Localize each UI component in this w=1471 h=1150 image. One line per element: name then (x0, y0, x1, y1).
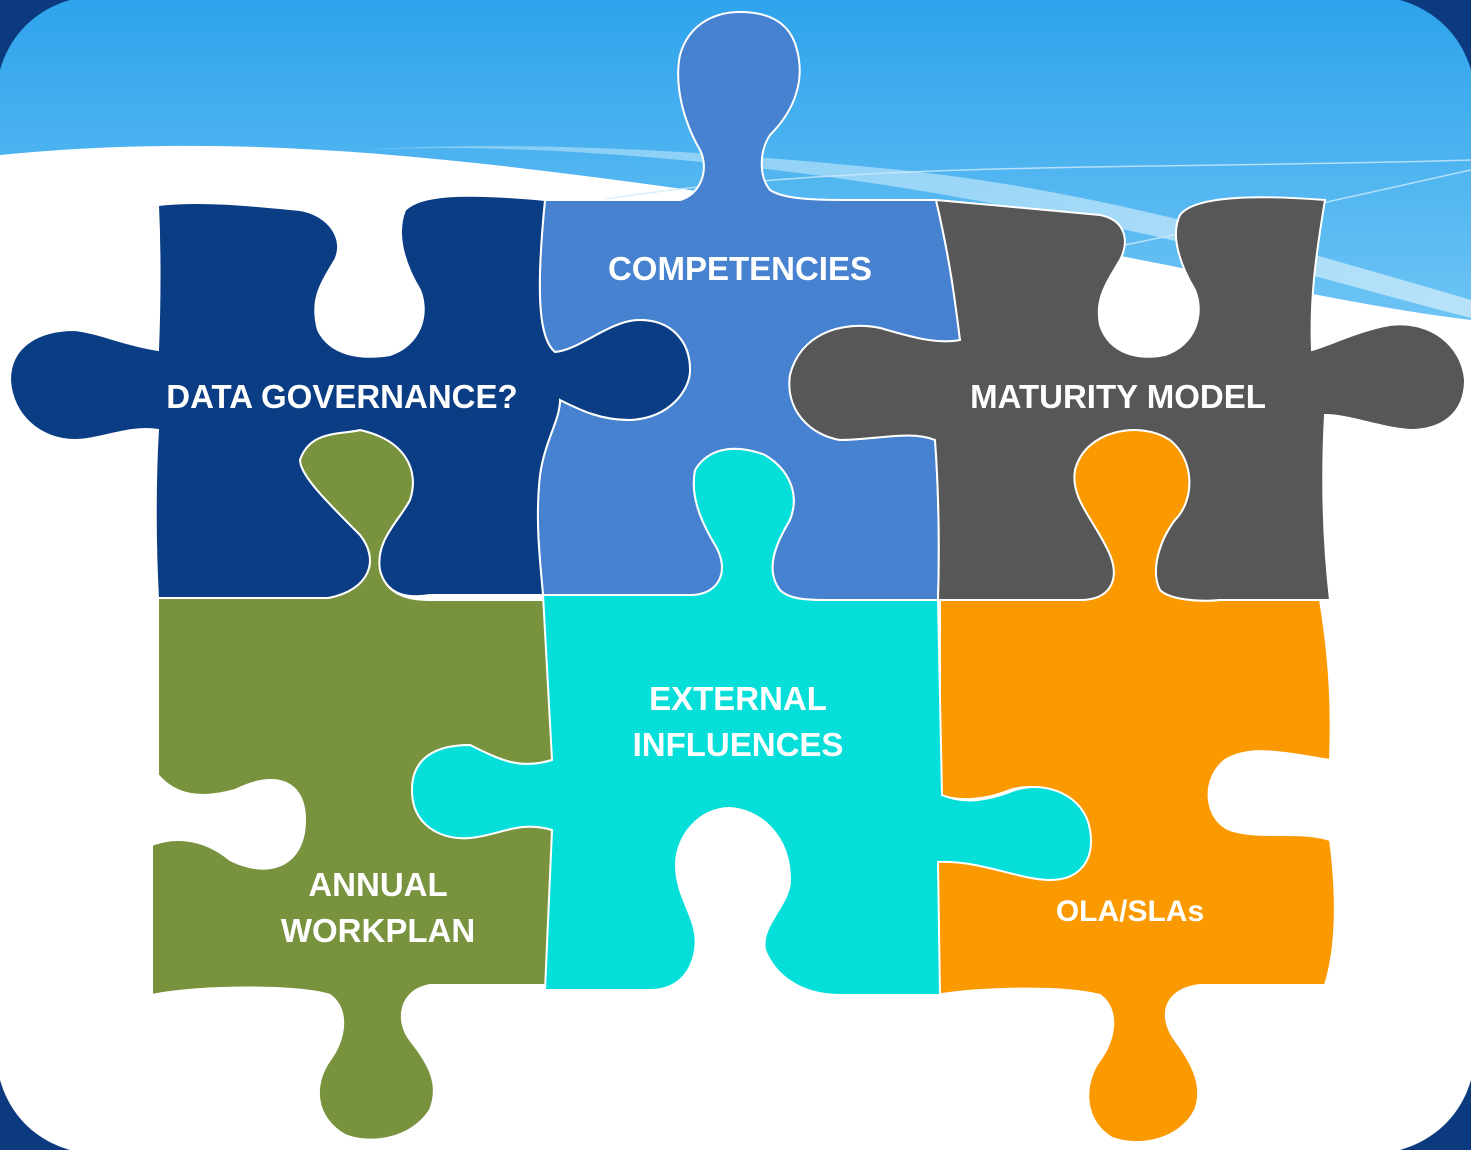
label-data-governance: DATA GOVERNANCE? (166, 378, 517, 415)
frame-corner-top-right (1400, 0, 1471, 70)
frame-corner-bottom-left (0, 1080, 70, 1150)
label-maturity-model: MATURITY MODEL (970, 378, 1266, 415)
label-annual-workplan-line2: WORKPLAN (281, 912, 475, 949)
label-external-influences-line1: EXTERNAL (649, 680, 827, 717)
frame-corner-top-left (0, 0, 70, 70)
label-competencies: COMPETENCIES (608, 250, 872, 287)
frame-corner-bottom-right (1400, 1080, 1471, 1150)
sky-wave-highlight (360, 146, 1471, 318)
label-annual-workplan-line1: ANNUAL (308, 866, 447, 903)
label-external-influences-line2: INFLUENCES (633, 726, 844, 763)
label-ola-slas: OLA/SLAs (1056, 895, 1204, 928)
piece-maturity-model[interactable] (788, 196, 1467, 602)
piece-data-governance[interactable] (8, 194, 692, 599)
